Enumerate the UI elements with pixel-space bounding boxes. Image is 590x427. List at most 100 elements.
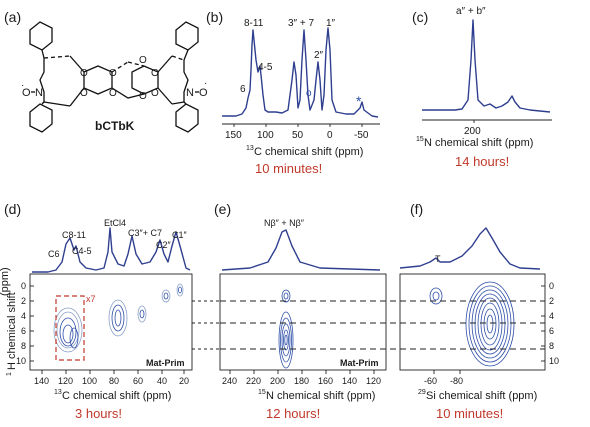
- n-left-atom: N: [35, 87, 43, 99]
- xtick-minus-80: -80: [450, 376, 463, 386]
- 15n-xlabel: N chemical shift (ppm): [424, 137, 533, 149]
- oxygen-atom-3: O: [109, 68, 117, 79]
- hsi-contours: [429, 281, 515, 367]
- time-10-minutes-f: 10 minutes!: [436, 406, 503, 421]
- panel-d: (d) C8-11 C4-5 C6 EtCl4 C3″+ C7 C2″ C1″ …: [0, 201, 193, 421]
- panel-b: (b) 8-11 4-5 6 3″ + 7 1″ 2″ * o 150 100 …: [206, 9, 380, 176]
- panel-c-label: (c): [412, 9, 428, 25]
- 13c-xlabel: C chemical shift (ppm): [254, 146, 363, 158]
- hn-plot-frame: [219, 273, 387, 371]
- xtick-20: 20: [179, 376, 189, 386]
- asterisk-marker: *: [356, 93, 362, 109]
- label-c1: C1″: [172, 230, 188, 240]
- panel-e: (e) Nβ″ + Nβ″ Mat-Prim 240 220 200 180 1…: [214, 201, 387, 421]
- label-t: T: [435, 254, 441, 264]
- panel-a: (a): [4, 9, 208, 133]
- radical-dot-right: ·: [204, 78, 207, 89]
- ytick-2-f: 2: [549, 296, 554, 306]
- label-c8-11: C8-11: [62, 230, 86, 240]
- hsi-y-ticks: [541, 285, 545, 362]
- sequence-label-d: Mat-Prim: [146, 358, 185, 368]
- 13c-spectrum-trace: [222, 27, 379, 118]
- magnify-label: x7: [86, 294, 96, 304]
- xtick-200: 200: [270, 376, 285, 386]
- xtick-80: 80: [109, 376, 119, 386]
- 13c-xlabel-d: C chemical shift (ppm): [62, 390, 171, 402]
- ytick-6-f: 6: [549, 326, 554, 336]
- oxygen-atom-1: O: [80, 68, 88, 79]
- ytick-8-f: 8: [549, 341, 554, 351]
- label-c6: C6: [48, 249, 60, 259]
- panel-a-label: (a): [4, 9, 21, 25]
- time-12-hours: 12 hours!: [266, 406, 320, 421]
- circle-marker: o: [306, 88, 312, 99]
- 1h-sup: 1: [6, 372, 13, 376]
- tick-minus-50: -50: [354, 130, 369, 141]
- hc-contours: [53, 283, 184, 353]
- tick-50: 50: [292, 130, 304, 141]
- label-c2: C2″: [156, 240, 172, 250]
- 1h-ylabel: H chemical shift: [6, 292, 18, 370]
- panel-c: (c) a″ + b″ 200 15 N chemical shift (ppm…: [412, 6, 552, 169]
- label-etcl4: EtCl4: [104, 218, 126, 228]
- ytick-8: 8: [21, 341, 26, 351]
- time-10-minutes-b: 10 minutes!: [255, 161, 322, 176]
- hn-contours: [278, 289, 294, 369]
- 29si-projection-trace: [399, 227, 541, 270]
- oxygen-atom-6: O: [139, 91, 147, 102]
- hc-x-ticks: [41, 370, 185, 374]
- panel-d-label: (d): [4, 201, 21, 217]
- oxygen-atom-7: O: [151, 68, 159, 79]
- label-c4-5: C4-5: [72, 246, 92, 256]
- 29si-sup: 29: [418, 389, 426, 396]
- peak-label-1: 1″: [326, 18, 336, 29]
- xtick-180: 180: [294, 376, 309, 386]
- panel-b-label: (b): [206, 9, 223, 25]
- ytick-2: 2: [21, 296, 26, 306]
- xtick-40: 40: [157, 376, 167, 386]
- sequence-label-e: Mat-Prim: [340, 358, 379, 368]
- 13c-projection-trace: [32, 227, 191, 273]
- oxygen-atom-2: O: [80, 88, 88, 99]
- time-14-hours: 14 hours!: [455, 154, 509, 169]
- xtick-120: 120: [58, 376, 73, 386]
- tick-200: 200: [464, 126, 481, 137]
- n-right-atom: N: [186, 87, 194, 99]
- ytick-0-f: 0: [549, 281, 554, 291]
- hsi-x-ticks: [433, 370, 461, 374]
- oxygen-atom-8: O: [151, 88, 159, 99]
- peak-label-4-5: 4-5: [258, 62, 273, 73]
- hsi-plot-frame: [399, 273, 546, 371]
- peak-label-3-7: 3″ + 7: [288, 18, 314, 29]
- 13c-x-ticks: [233, 124, 363, 127]
- 15n-spectrum-trace: [422, 19, 551, 113]
- o-right-atom: O: [199, 87, 208, 99]
- xtick-100: 100: [82, 376, 97, 386]
- hc-y-ticks: [30, 285, 34, 362]
- xtick-140: 140: [342, 376, 357, 386]
- xtick-120: 120: [366, 376, 381, 386]
- ytick-4-f: 4: [549, 311, 554, 321]
- compound-name: bCTbK: [95, 119, 135, 133]
- ytick-4: 4: [21, 311, 26, 321]
- time-3-hours: 3 hours!: [75, 406, 122, 421]
- panel-f: (f) T 0 2 4 6 8 10 -60 -80 29 Si chemica…: [399, 201, 559, 421]
- xtick-140: 140: [34, 376, 49, 386]
- oxygen-atom-5: O: [139, 55, 147, 66]
- o-left-atom: O: [22, 87, 31, 99]
- hc-ylabel: 1 H chemical shift: [6, 292, 18, 376]
- radical-dot-left: ·: [21, 80, 24, 91]
- hn-x-ticks: [229, 370, 375, 374]
- peak-label-8-11: 8-11: [244, 18, 264, 29]
- molecule-structure: O · N N O · O O O O O O O O: [21, 21, 208, 133]
- ytick-10: 10: [16, 356, 26, 366]
- ytick-6: 6: [21, 326, 26, 336]
- magnified-region-box: [55, 295, 85, 361]
- 13c-sup-d: 13: [54, 389, 62, 396]
- 15n-sup-e: 15: [258, 389, 266, 396]
- xtick-240: 240: [222, 376, 237, 386]
- panel-e-label: (e): [214, 201, 231, 217]
- label-nb: Nβ″ + Nβ″: [264, 218, 305, 228]
- xtick-160: 160: [318, 376, 333, 386]
